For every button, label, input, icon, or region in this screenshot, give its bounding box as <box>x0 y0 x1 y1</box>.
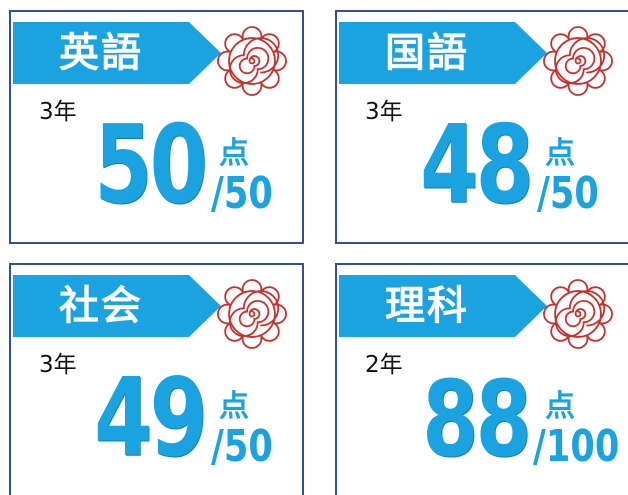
max-score: /50 <box>537 168 599 219</box>
subject-banner <box>13 275 221 337</box>
score-card-japanese: 国語 3年 48 点 /50 <box>335 10 628 244</box>
subject-label: 社会 <box>59 283 143 329</box>
score-card-social-studies: 社会 3年 49 点 /50 <box>9 263 304 495</box>
score-value: 50 <box>93 103 208 228</box>
score-value: 49 <box>93 356 208 481</box>
subject-banner <box>339 22 547 84</box>
max-score: /50 <box>211 168 273 219</box>
flower-spiral-icon <box>217 279 287 349</box>
score-value: 88 <box>422 358 532 480</box>
grade-label: 3年 <box>39 352 77 378</box>
subject-banner <box>339 275 547 337</box>
subject-banner <box>13 22 221 84</box>
grade-label: 3年 <box>39 99 77 125</box>
flower-spiral-icon <box>217 26 287 96</box>
score-unit: 点 <box>219 389 249 424</box>
flower-spiral-icon <box>543 26 613 96</box>
score-card-english: 英語 3年 50 点 /50 <box>9 10 304 244</box>
max-score: /100 <box>533 421 620 472</box>
score-value: 48 <box>419 103 534 228</box>
subject-label: 国語 <box>385 30 469 76</box>
flower-spiral-icon <box>543 279 613 349</box>
grade-label: 3年 <box>365 99 403 125</box>
subject-label: 理科 <box>385 283 469 329</box>
max-score: /50 <box>211 421 273 472</box>
score-unit: 点 <box>545 136 575 171</box>
subject-label: 英語 <box>59 30 143 76</box>
grade-label: 2年 <box>365 352 403 378</box>
score-card-science: 理科 2年 88 点 /100 <box>335 263 628 495</box>
score-unit: 点 <box>219 136 249 171</box>
score-unit: 点 <box>545 389 575 424</box>
